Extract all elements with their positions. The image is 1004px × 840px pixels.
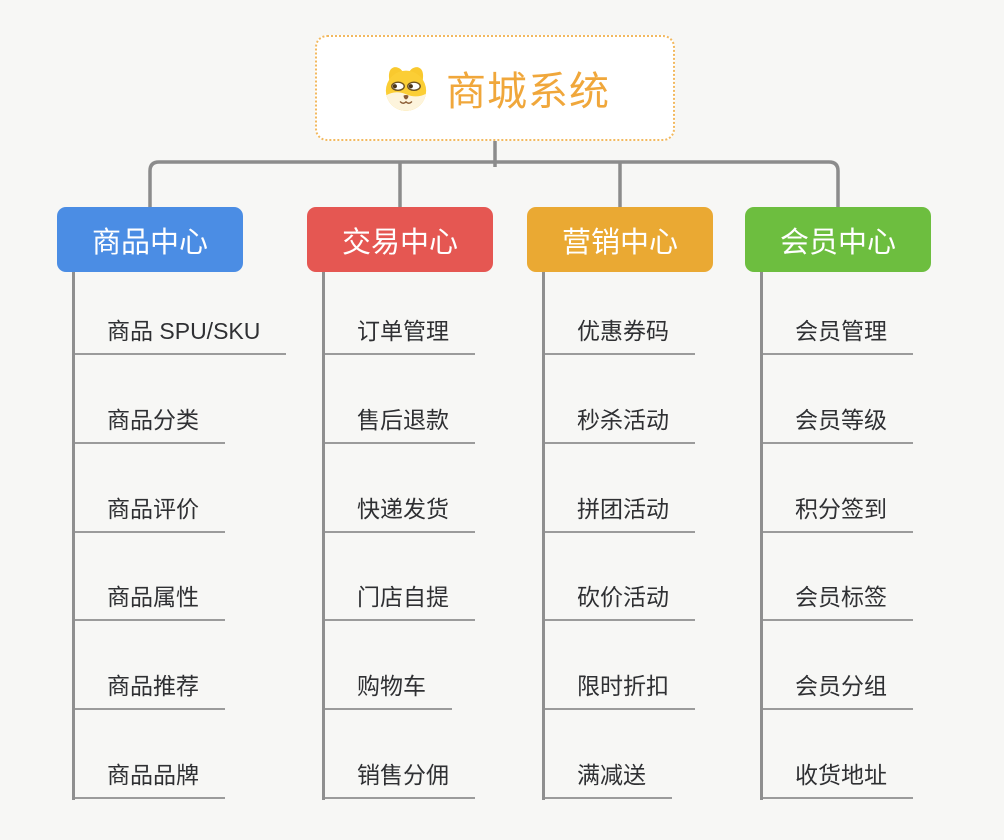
branch-children-product-center: 商品 SPU/SKU 商品分类 商品评价 商品属性 商品推荐 商品品牌 (72, 272, 302, 800)
branch-label: 会员中心 (779, 226, 896, 259)
child-node[interactable]: 会员管理 (763, 316, 913, 355)
child-node[interactable]: 满减送 (545, 760, 672, 799)
child-node[interactable]: 商品品牌 (75, 760, 225, 799)
child-node[interactable]: 商品属性 (75, 582, 225, 621)
root-node[interactable]: 商城系统 (315, 35, 675, 141)
branch-children-trade-center: 订单管理 售后退款 快递发货 门店自提 购物车 销售分佣 (322, 272, 552, 800)
child-node[interactable]: 商品推荐 (75, 671, 225, 710)
branch-label: 营销中心 (561, 226, 678, 259)
root-title: 商城系统 (446, 70, 610, 114)
child-node[interactable]: 秒杀活动 (545, 405, 695, 444)
child-node[interactable]: 限时折扣 (545, 671, 695, 710)
child-node[interactable]: 商品评价 (75, 494, 225, 533)
child-node[interactable]: 积分签到 (763, 494, 913, 533)
child-node[interactable]: 快递发货 (325, 494, 475, 533)
child-node[interactable]: 收货地址 (763, 760, 913, 799)
child-node[interactable]: 购物车 (325, 671, 452, 710)
child-node[interactable]: 门店自提 (325, 582, 475, 621)
dog-face-icon (385, 67, 427, 111)
child-node[interactable]: 商品分类 (75, 405, 225, 444)
branch-children-member-center: 会员管理 会员等级 积分签到 会员标签 会员分组 收货地址 (760, 272, 990, 800)
branch-node-trade-center[interactable]: 交易中心 (307, 207, 493, 272)
branch-label: 交易中心 (341, 226, 458, 259)
branch-connector-bracket (148, 160, 840, 208)
child-node[interactable]: 优惠券码 (545, 316, 695, 355)
child-node[interactable]: 砍价活动 (545, 582, 695, 621)
branch-children-marketing-center: 优惠券码 秒杀活动 拼团活动 砍价活动 限时折扣 满减送 (542, 272, 772, 800)
branch-node-member-center[interactable]: 会员中心 (745, 207, 931, 272)
child-node[interactable]: 会员分组 (763, 671, 913, 710)
child-node[interactable]: 商品 SPU/SKU (75, 316, 287, 355)
branch-label: 商品中心 (91, 226, 208, 259)
child-node[interactable]: 会员标签 (763, 582, 913, 621)
child-node[interactable]: 订单管理 (325, 316, 475, 355)
child-node[interactable]: 售后退款 (325, 405, 475, 444)
branch-node-marketing-center[interactable]: 营销中心 (527, 207, 713, 272)
child-node[interactable]: 会员等级 (763, 405, 913, 444)
branch-node-product-center[interactable]: 商品中心 (57, 207, 243, 272)
child-node[interactable]: 拼团活动 (545, 494, 695, 533)
child-node[interactable]: 销售分佣 (325, 760, 475, 799)
